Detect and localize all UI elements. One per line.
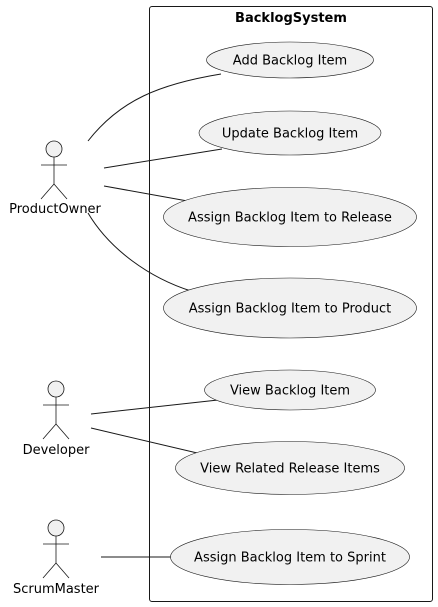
use-case-ellipse — [204, 369, 376, 411]
actor-label: Developer — [23, 443, 91, 458]
use-case-label: Update Backlog Item — [222, 127, 358, 142]
use-case-update-backlog-item[interactable]: Update Backlog Item — [198, 110, 382, 156]
use-case-view-backlog-item[interactable]: View Backlog Item — [204, 369, 376, 411]
association-developer-view-backlog-item — [90, 399, 219, 415]
system-title: BacklogSystem — [235, 11, 347, 26]
stick-figure-icon — [40, 140, 68, 200]
actor-developer[interactable]: Developer — [23, 380, 91, 458]
use-case-ellipse — [163, 277, 417, 339]
actor-label: ScrumMaster — [13, 582, 100, 597]
actor-productowner[interactable]: ProductOwner — [9, 140, 102, 217]
use-case-label: Add Backlog Item — [233, 54, 347, 69]
stick-figure-icon — [42, 380, 70, 440]
association-productowner-add-backlog-item — [87, 73, 222, 142]
use-case-ellipse — [206, 41, 374, 79]
use-case-ellipse — [198, 110, 382, 156]
use-case-view-related-release-items[interactable]: View Related Release Items — [175, 441, 405, 495]
stick-figure-icon — [42, 519, 70, 579]
association-productowner-update-backlog-item — [103, 148, 223, 169]
use-case-label: Assign Backlog Item to Release — [188, 211, 392, 226]
association-productowner-assign-to-product — [87, 212, 192, 292]
use-case-label: Assign Backlog Item to Product — [189, 302, 391, 317]
use-case-ellipse — [163, 187, 417, 247]
use-case-assign-to-product[interactable]: Assign Backlog Item to Product — [163, 277, 417, 339]
associations — [87, 73, 223, 558]
use-case-label: View Related Release Items — [200, 462, 380, 477]
use-case-label: Assign Backlog Item to Sprint — [194, 551, 386, 566]
actor-scrummaster[interactable]: ScrumMaster — [13, 519, 100, 597]
use-case-ellipse — [175, 441, 405, 495]
use-case-assign-to-sprint[interactable]: Assign Backlog Item to Sprint — [170, 529, 410, 585]
use-case-label: View Backlog Item — [230, 384, 350, 399]
use-case-add-backlog-item[interactable]: Add Backlog Item — [206, 41, 374, 79]
actor-label: ProductOwner — [9, 202, 101, 217]
use-case-assign-to-release[interactable]: Assign Backlog Item to Release — [163, 187, 417, 247]
use-case-ellipse — [170, 529, 410, 585]
association-developer-view-related-release-items — [90, 427, 211, 457]
association-productowner-assign-to-release — [103, 185, 194, 203]
